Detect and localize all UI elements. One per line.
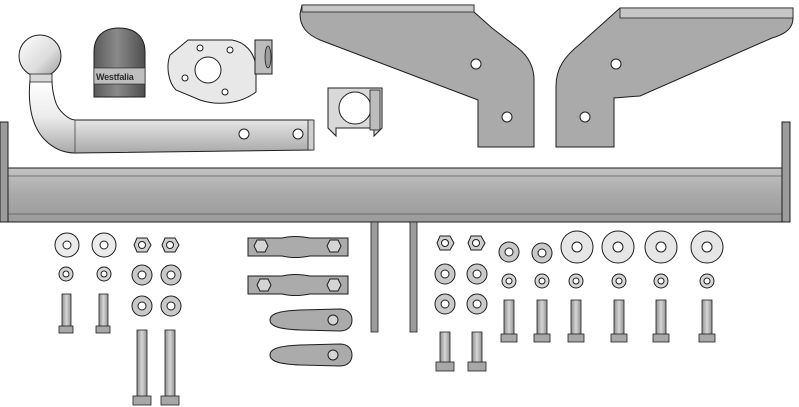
fastener-icon [131, 237, 182, 406]
tube-icon [28, 79, 313, 154]
brand-label: Westfalia [96, 72, 135, 82]
cable-clamp [327, 87, 383, 138]
left-side-bracket [299, 4, 535, 148]
right-side-bracket [555, 7, 794, 148]
cross-beam [0, 121, 791, 223]
fastener-icon [54, 232, 117, 334]
bracket-icon [299, 4, 535, 148]
towball-icon [18, 34, 62, 78]
socket-plate [167, 39, 273, 104]
tow-bar-arm [28, 79, 315, 154]
ball-cover-cap: Westfalia [93, 27, 146, 98]
fastener-icon [498, 230, 724, 343]
fastener-icon [247, 236, 353, 367]
cap-icon [93, 27, 146, 98]
hardware-set [54, 221, 724, 406]
bracket-icon [555, 7, 794, 148]
fastener-icon [434, 235, 488, 372]
beam-icon [7, 167, 783, 223]
towball [18, 34, 62, 83]
